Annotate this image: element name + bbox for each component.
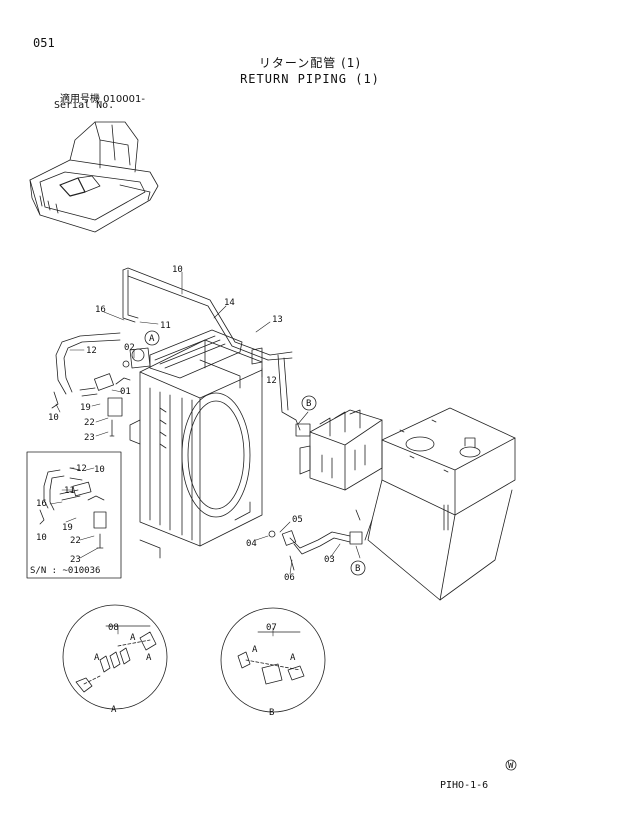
footer-mark-circle [505, 759, 517, 771]
inset-label-19: 19 [62, 523, 73, 533]
part-label-10b: 10 [48, 413, 59, 423]
callout-circles [144, 330, 366, 576]
inset-box [26, 451, 122, 579]
inset-label-23: 23 [70, 555, 81, 565]
part-label-13: 13 [272, 315, 283, 325]
inset-serial: S/N : ~010036 [30, 566, 100, 576]
serial-label-english: Serial No. [54, 100, 115, 111]
part-label-14: 14 [224, 298, 235, 308]
inset-label-10b: 10 [36, 533, 47, 543]
excavator-thumbnail [29, 121, 159, 233]
footer-code: PIHO-1-6 [440, 780, 489, 791]
footer-mark: W [508, 761, 514, 771]
page-title-japanese: リターン配管 (1) [258, 56, 362, 70]
part-label-07: 07 [266, 623, 277, 633]
part-label-10: 10 [172, 265, 183, 275]
callout-b: B [306, 399, 311, 409]
inset-label-16: 16 [36, 499, 47, 509]
return-hose-03 [268, 509, 363, 571]
detail-b-label-2: A [290, 653, 296, 663]
page-number: 051 [33, 36, 55, 50]
detail-circle-a [62, 604, 168, 710]
inset-label-11: 11 [64, 486, 75, 496]
part-label-03: 03 [324, 555, 335, 565]
callout-b-lower: B [355, 564, 360, 574]
detail-a-label-2: A [130, 633, 136, 643]
callout-a: A [149, 334, 155, 344]
inset-label-12: 12 [76, 464, 87, 474]
part-label-05: 05 [292, 515, 303, 525]
detail-a-label-3: A [146, 653, 152, 663]
part-label-22: 22 [84, 418, 95, 428]
detail-circle-b [220, 607, 326, 713]
radiator-core [129, 329, 263, 559]
detail-a-label-1: A [94, 653, 100, 663]
part-label-16: 16 [95, 305, 106, 315]
part-label-23: 23 [84, 433, 95, 443]
part-label-04: 04 [246, 539, 257, 549]
part-labels: 10 14 16 11 13 12 02 01 12 19 10 22 23 0… [30, 265, 514, 771]
detail-a-caption: A [111, 705, 117, 715]
part-label-19: 19 [80, 403, 91, 413]
leader-lines [49, 271, 361, 637]
detail-b-caption: B [269, 708, 274, 718]
part-label-01: 01 [120, 387, 131, 397]
part-label-02: 02 [124, 343, 135, 353]
serial-label-japanese: 適用号機 010001- [60, 94, 145, 105]
part-label-12: 12 [86, 346, 97, 356]
hydraulic-tank [364, 407, 516, 601]
part-label-11: 11 [160, 321, 171, 331]
detail-b-label-1: A [252, 645, 258, 655]
left-hose-assembly [51, 332, 151, 437]
inset-label-10: 10 [94, 465, 105, 475]
page-title-english: RETURN PIPING (1) [240, 72, 380, 86]
inset-label-22: 22 [70, 536, 81, 546]
part-label-12b: 12 [266, 376, 277, 386]
part-label-06: 06 [284, 573, 295, 583]
part-label-08: 08 [108, 623, 119, 633]
control-valve [295, 409, 383, 491]
return-pipe-14 [122, 267, 301, 431]
